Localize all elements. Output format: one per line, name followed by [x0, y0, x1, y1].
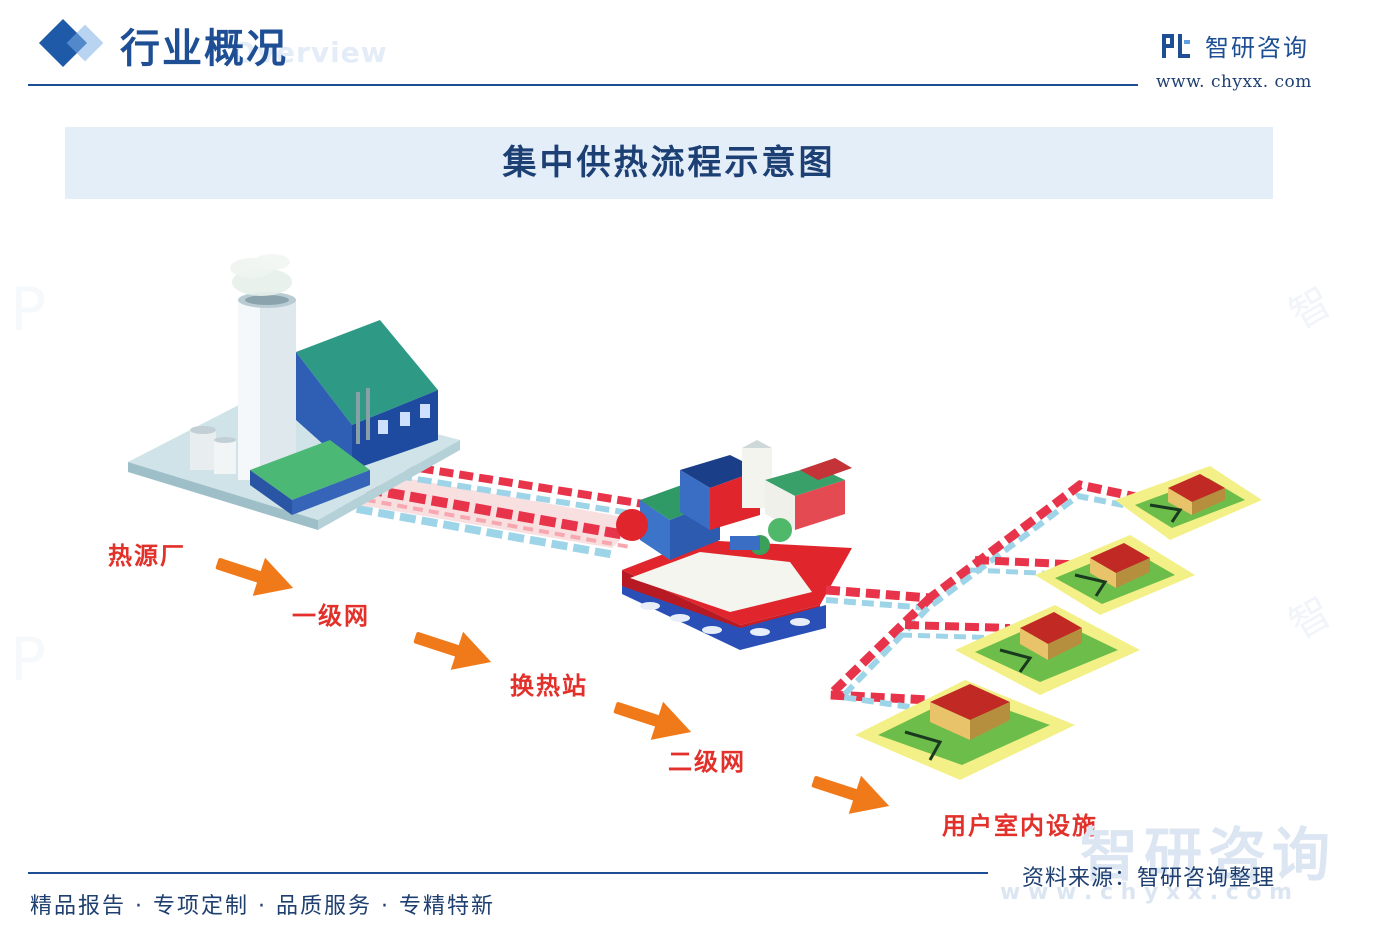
step-label-primary-network: 一级网: [292, 602, 370, 630]
house-2: [1035, 535, 1195, 615]
footer-watermark-url: w w w . c h y x x . c o m: [1000, 880, 1293, 905]
arrow-icon-4: [811, 775, 890, 814]
arrow-icon-3: [613, 701, 692, 740]
house-4: [855, 680, 1075, 780]
step-label-heat-source: 热源厂: [108, 542, 186, 570]
arrow-icon-1: [215, 557, 294, 596]
header-divider: [28, 84, 1138, 86]
primary-network-pipes: [330, 461, 651, 559]
house-3: [955, 605, 1140, 695]
header-title: 行业概况: [120, 25, 288, 72]
user-houses: [855, 466, 1262, 780]
heat-source-plant: [128, 254, 460, 530]
header-subtitle: Overview: [232, 36, 388, 69]
footer-slogan: 精品报告 · 专项定制 · 品质服务 · 专精特新: [30, 894, 495, 919]
flow-arrows: [215, 557, 890, 814]
brand-logo-icon: [1162, 34, 1190, 58]
svg-text:P: P: [10, 625, 46, 695]
brand-name: 智研咨询: [1205, 34, 1309, 62]
heat-exchange-station: [616, 440, 852, 650]
step-label-secondary-network: 二级网: [668, 748, 746, 776]
step-label-heat-station: 换热站: [510, 672, 588, 700]
secondary-network-pipes: [819, 480, 1151, 713]
diagram-title: 集中供热流程示意图: [502, 143, 836, 183]
brand-url: www. chyxx. com: [1156, 72, 1312, 92]
arrow-icon-2: [413, 631, 492, 670]
svg-text:智: 智: [1282, 279, 1340, 339]
svg-text:P: P: [10, 275, 46, 345]
diagram-title-band: [65, 127, 1273, 199]
svg-text:智: 智: [1282, 589, 1340, 649]
step-label-user-facility: 用户室内设施: [942, 812, 1098, 840]
footer-source: 资料来源：智研咨询整理: [1022, 866, 1276, 891]
footer-watermark-name: 智研咨询: [1080, 821, 1337, 889]
house-1: [1115, 466, 1262, 540]
footer-divider: [28, 872, 988, 874]
